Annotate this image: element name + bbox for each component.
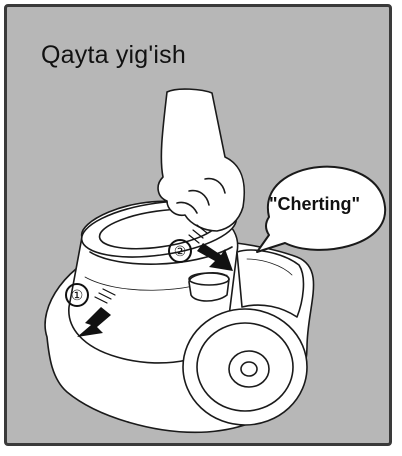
step-2-marker: ② — [168, 239, 192, 263]
step-1-marker: ① — [65, 283, 89, 307]
instruction-panel: Qayta yig'ish — [4, 4, 392, 446]
release-button — [189, 273, 229, 301]
rear-wheel — [183, 309, 307, 425]
callout-text: "Cherting" — [269, 194, 360, 215]
vacuum-illustration — [7, 7, 392, 446]
hand-arm — [158, 89, 244, 231]
